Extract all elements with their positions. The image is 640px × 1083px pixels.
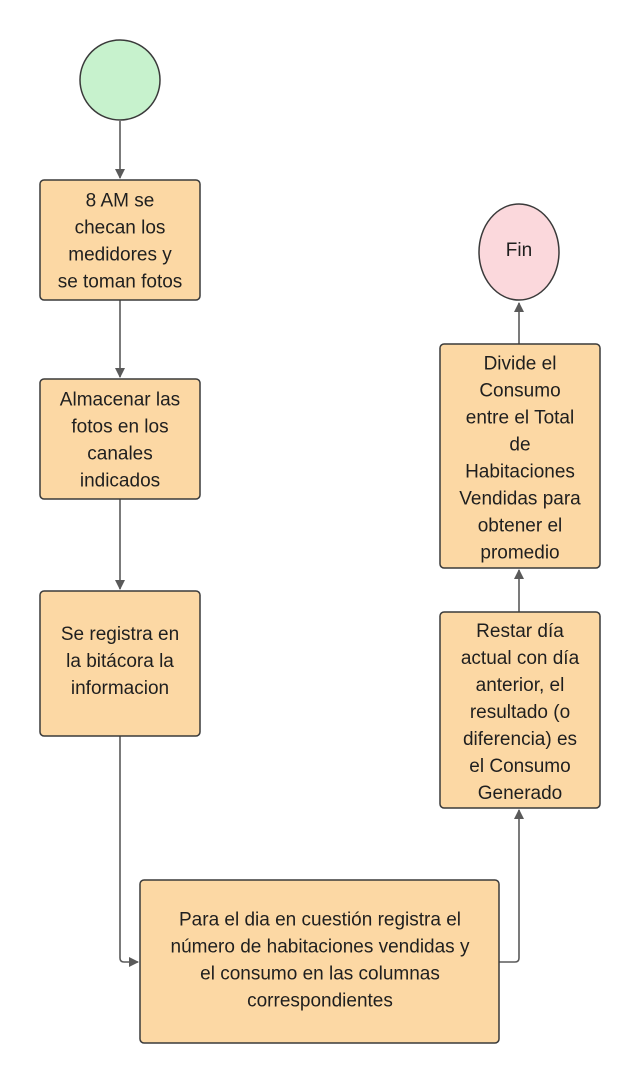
- step-text-line: checan los: [75, 218, 166, 239]
- step-text-line: Para el dia en cuestión registra el: [179, 910, 461, 931]
- step-text-line: de: [509, 435, 530, 456]
- step-text-line: el Consumo: [469, 756, 570, 777]
- step-text-line: resultado (o: [470, 702, 570, 723]
- step-text-line: Divide el: [484, 354, 557, 375]
- end-node-label: Fin: [506, 240, 532, 261]
- process-step-5-text: Restar día actual con día anterior, el resu…: [461, 621, 580, 804]
- step-text-line: correspondientes: [247, 991, 393, 1012]
- step-text-line: Restar día: [476, 621, 564, 642]
- step-text-line: 8 AM se: [86, 191, 155, 212]
- step-text-line: medidores y: [68, 245, 172, 266]
- step-text-line: diferencia) es: [463, 729, 577, 750]
- step-text-line: promedio: [480, 543, 559, 564]
- process-step-4-text: Para el dia en cuestión registra el númer…: [171, 910, 470, 1012]
- process-step-2-text: Almacenar las fotos en los canales indicado…: [60, 390, 180, 492]
- process-step-2: Almacenar las fotos en los canales indicado…: [39, 378, 201, 500]
- process-step-5: Restar día actual con día anterior, el resu…: [439, 611, 601, 809]
- step-text-line: Almacenar las: [60, 390, 180, 411]
- process-step-1-text: 8 AM se checan los medidores y se toman fot…: [58, 191, 183, 293]
- connector-step4-to-step5: [499, 809, 524, 963]
- step-text-line: el consumo en las columnas: [200, 964, 440, 985]
- step-text-line: Consumo: [479, 381, 560, 402]
- connectors: [115, 121, 524, 967]
- step-text-line: obtener el: [478, 516, 563, 537]
- step-text-line: Habitaciones: [465, 462, 575, 483]
- process-step-1: 8 AM se checan los medidores y se toman fot…: [39, 179, 201, 301]
- step-text-line: se toman fotos: [58, 272, 183, 293]
- step-text-line: actual con día: [461, 648, 580, 669]
- step-text-line: Generado: [478, 783, 563, 804]
- step-text-line: entre el Total: [466, 408, 574, 429]
- step-text-line: informacion: [71, 678, 169, 699]
- step-text-line: Se registra en: [61, 624, 179, 645]
- connector-step3-to-step4: [119, 736, 139, 967]
- step-text-line: la bitácora la: [66, 651, 174, 672]
- step-text-line: canales: [87, 444, 153, 465]
- step-text-line: Vendidas para: [459, 489, 581, 510]
- process-step-3: Se registra en la bitácora la informacion: [39, 590, 201, 737]
- step-text-line: anterior, el: [476, 675, 565, 696]
- step-text-line: indicados: [80, 471, 160, 492]
- start-node: [79, 39, 161, 121]
- step-text-line: fotos en los: [71, 417, 168, 438]
- process-step-4: Para el dia en cuestión registra el númer…: [139, 879, 500, 1044]
- process-step-3-text: Se registra en la bitácora la informacion: [61, 624, 179, 699]
- step-text-line: número de habitaciones vendidas y: [171, 937, 470, 958]
- end-node: Fin: [478, 203, 560, 301]
